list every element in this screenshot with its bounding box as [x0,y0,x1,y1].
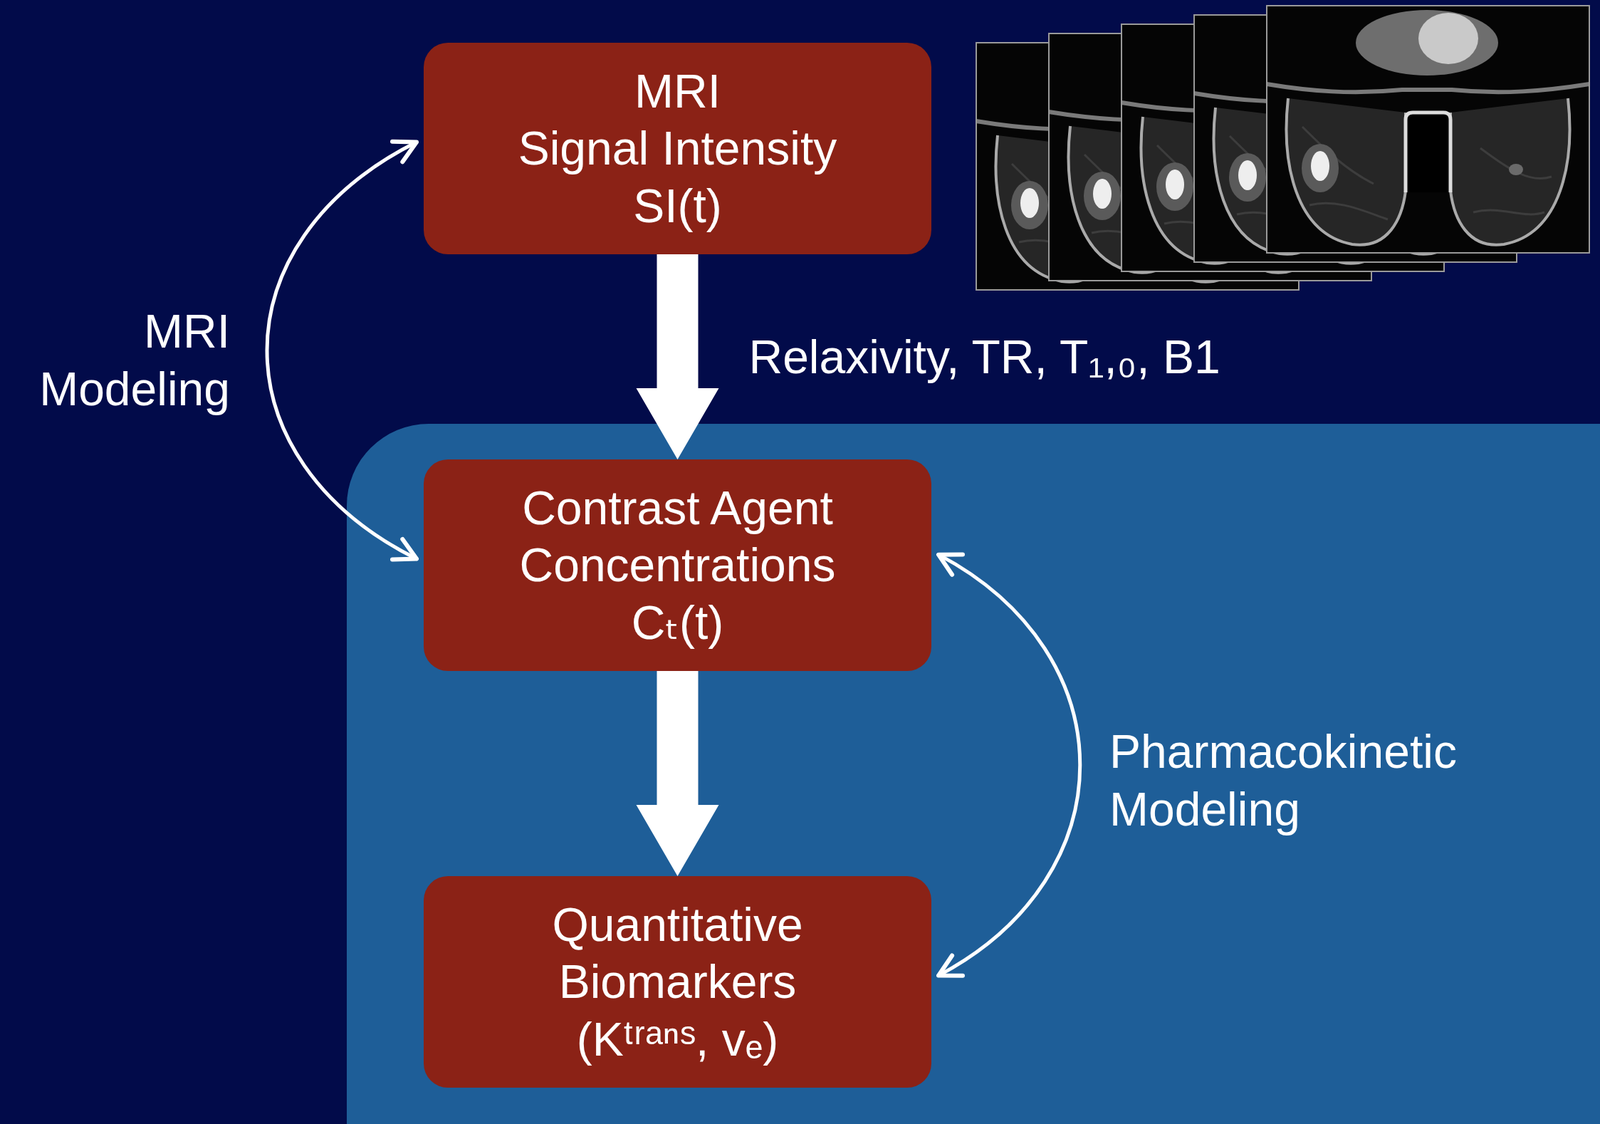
arrow-shape [636,670,720,876]
process-box: Contrast Agent ConcentrationsCₜ(t) [423,459,932,671]
flow-arrow [636,254,720,460]
flow-arrow [636,670,720,876]
box-text: Cₜ(t) [631,593,724,652]
box-text: MRI [634,62,721,121]
box-text: Contrast Agent Concentrations [464,479,892,594]
box-text: Quantitative Biomarkers [464,895,892,1011]
process-box: MRISignal IntensitySI(t) [423,42,932,255]
box-text: Signal Intensity [518,119,838,178]
arrow-shape [636,254,720,460]
modeling-arrow [938,554,1081,976]
arrow-head [938,554,963,575]
arrow-head [938,954,963,975]
process-box: Quantitative Biomarkers(Kᵗʳᵃⁿˢ, vₑ) [423,875,932,1088]
edge-label: Pharmacokinetic Modeling [1109,722,1566,838]
box-text: (Kᵗʳᵃⁿˢ, vₑ) [576,1010,779,1069]
edge-label: Relaxivity, TR, T₁,₀, B1 [749,328,1221,386]
arrow-head [392,539,417,560]
edge-label: MRI Modeling [16,302,230,418]
modeling-arrow [267,141,417,560]
arrow-head [392,141,417,163]
box-text: SI(t) [633,177,723,235]
curve-line [267,142,417,559]
curve-line [938,554,1081,976]
